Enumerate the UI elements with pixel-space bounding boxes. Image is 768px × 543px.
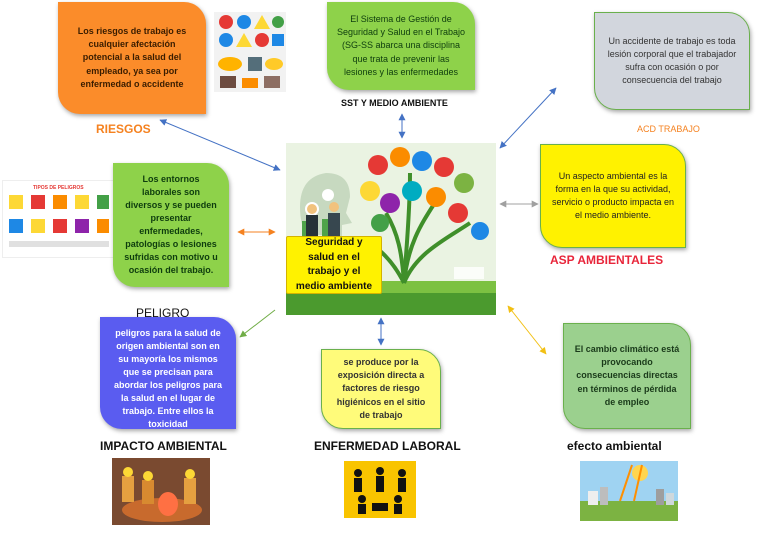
climate-infographic-icon [580,461,678,521]
impacto-label: IMPACTO AMBIENTAL [100,439,227,453]
impacto-note: peligros para la salud de origen ambient… [100,317,236,429]
peligro-text: Los entornos laborales son diversos y se… [124,173,218,276]
asp-note: Un aspecto ambiental es la forma en la q… [540,144,686,248]
riesgos-label: RIESGOS [96,122,151,136]
center-title: Seguridad y salud en el trabajo y el med… [295,237,373,292]
efecto-image [580,461,678,521]
arrow-to-acd [499,87,557,149]
enfermedad-note: se produce por la exposición directa a f… [321,349,441,429]
asp-text: Un aspecto ambiental es la forma en la q… [551,170,675,221]
enfermedad-image [344,461,416,518]
efecto-note: El cambio climático está provocando cons… [563,323,691,429]
sst-text: El Sistema de Gestión de Seguridad y Sal… [336,14,466,77]
impacto-text: peligros para la salud de origen ambient… [113,328,223,429]
impacto-image [112,458,210,525]
peligro-poster-title: TIPOS DE PELIGROS [33,185,84,191]
peligro-poster-image: TIPOS DE PELIGROS [2,180,114,258]
sst-note: El Sistema de Gestión de Seguridad y Sal… [327,2,475,90]
firefighters-icon [112,458,210,525]
riesgos-note: Los riesgos de trabajo es cualquier afec… [58,2,206,114]
arrow-to-impacto [239,309,276,338]
efecto-label: efecto ambiental [567,439,662,453]
sst-label: SST Y MEDIO AMBIENTE [341,98,448,108]
riesgos-text: Los riesgos de trabajo es cualquier afec… [77,26,187,89]
enfermedad-label: ENFERMEDAD LABORAL [314,439,461,453]
hazard-grid-icon [9,195,109,247]
workers-pictogram-icon [354,467,406,514]
peligro-note: Los entornos laborales son diversos y se… [113,163,229,287]
enfermedad-text: se produce por la exposición directa a f… [336,357,426,420]
arrow-to-riesgos [159,119,281,171]
safety-signs-image [214,12,286,92]
efecto-text: El cambio climático está provocando cons… [574,344,680,407]
asp-label: ASP AMBIENTALES [550,253,664,267]
center-title-box: Seguridad y salud en el trabajo y el med… [286,236,382,294]
acd-note: Un accidente de trabajo es toda lesión c… [594,12,750,110]
safety-signs-icon [218,15,284,88]
acd-text: Un accidente de trabajo es toda lesión c… [607,35,737,86]
arrow-to-efecto [507,305,547,355]
acd-label: ACD TRABAJO [637,124,700,134]
peligro-label: PELIGRO [136,306,190,320]
